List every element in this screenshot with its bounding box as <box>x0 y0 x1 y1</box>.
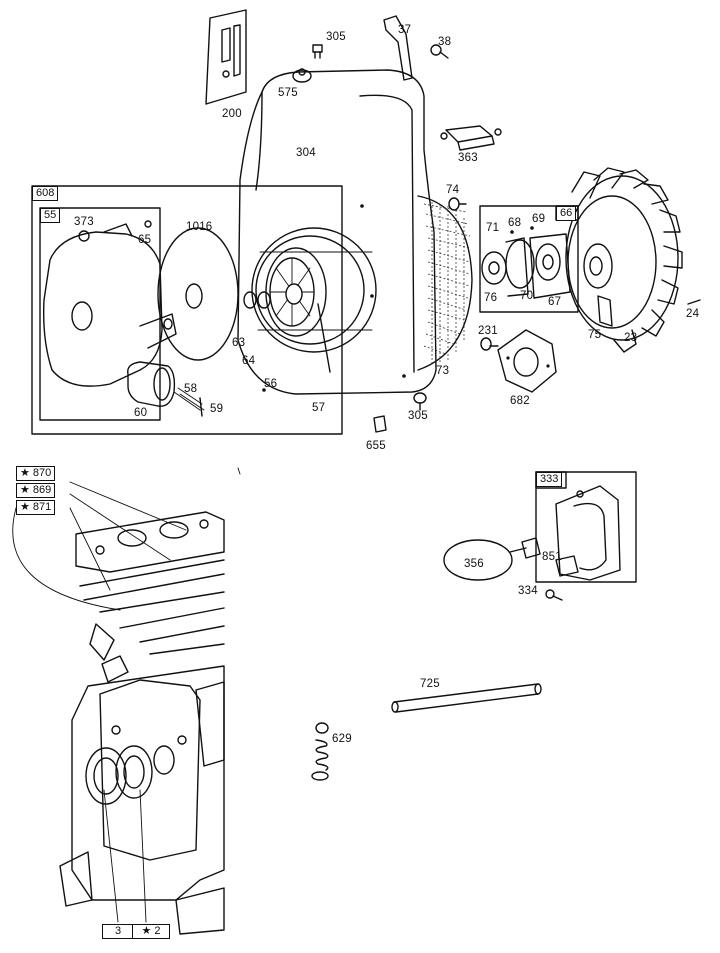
callout-56: 56 <box>264 378 278 390</box>
switch-363 <box>440 125 502 151</box>
cylinder-block <box>12 481 225 935</box>
callout-68: 68 <box>508 217 522 229</box>
pawl-63 <box>243 291 271 309</box>
callout-59: 59 <box>210 403 224 415</box>
screw-231 <box>480 337 499 351</box>
callout-23: 23 <box>624 332 638 344</box>
callout-304: 304 <box>296 147 316 159</box>
callout-363: 363 <box>458 152 478 164</box>
callout-305-top: 305 <box>326 31 346 43</box>
box-label-2: ★ 2 <box>132 924 170 939</box>
callout-64: 64 <box>242 355 256 367</box>
callout-76: 76 <box>484 292 498 304</box>
callout-231: 231 <box>478 325 498 337</box>
callout-37: 37 <box>398 24 412 36</box>
plate-682 <box>497 329 557 393</box>
callout-575: 575 <box>278 87 298 99</box>
callout-74: 74 <box>446 184 460 196</box>
callout-38: 38 <box>438 36 452 48</box>
box-label-871: ★ 871 <box>16 500 56 515</box>
tick-mark <box>237 467 241 475</box>
callout-70: 70 <box>520 290 534 302</box>
rope-57 <box>317 303 331 373</box>
callout-629: 629 <box>332 733 352 745</box>
key-24 <box>687 299 701 305</box>
starter-box-608 <box>31 185 343 435</box>
box-label-55: 55 <box>40 208 61 223</box>
clip-655 <box>373 415 387 433</box>
pulley-56 <box>265 247 327 337</box>
callout-356: 356 <box>464 558 484 570</box>
wire-356 <box>443 537 541 581</box>
callout-305-bottom: 305 <box>408 410 428 422</box>
callout-725: 725 <box>420 678 440 690</box>
blower-housing-304 <box>237 69 473 395</box>
callout-334: 334 <box>518 585 538 597</box>
screw-74 <box>448 197 467 211</box>
callout-200: 200 <box>222 108 242 120</box>
callout-58: 58 <box>184 383 198 395</box>
box-label-3: 3 <box>102 924 134 939</box>
callout-65: 65 <box>138 234 152 246</box>
callout-67: 67 <box>548 296 562 308</box>
nut-575 <box>292 68 312 83</box>
callout-71: 71 <box>486 222 500 234</box>
callout-60: 60 <box>134 407 148 419</box>
callout-851: 851 <box>542 551 562 563</box>
callout-63: 63 <box>232 337 246 349</box>
callout-655: 655 <box>366 440 386 452</box>
screw-334 <box>545 589 563 601</box>
bracket-37 <box>383 15 413 81</box>
spring-629 <box>311 722 329 781</box>
callout-57: 57 <box>312 402 326 414</box>
callout-75: 75 <box>588 329 602 341</box>
callout-69: 69 <box>532 213 546 225</box>
armature-box-333 <box>535 471 637 583</box>
bracket-200 <box>205 9 247 105</box>
screw-38 <box>430 44 449 59</box>
callout-373: 373 <box>74 216 94 228</box>
box-label-869: ★ 869 <box>16 483 56 498</box>
box-label-608: 608 <box>32 186 59 201</box>
box-label-870: ★ 870 <box>16 466 56 481</box>
flywheel-23 <box>565 167 683 353</box>
callout-73: 73 <box>436 365 450 377</box>
callout-682: 682 <box>510 395 530 407</box>
screw-305-bottom <box>413 392 427 411</box>
callout-1016: 1016 <box>186 221 213 233</box>
rod-725 <box>391 683 542 713</box>
box-label-66: 66 <box>556 206 577 221</box>
callout-24: 24 <box>686 308 700 320</box>
screw-305-top <box>312 44 323 59</box>
box-label-333: 333 <box>536 472 563 487</box>
